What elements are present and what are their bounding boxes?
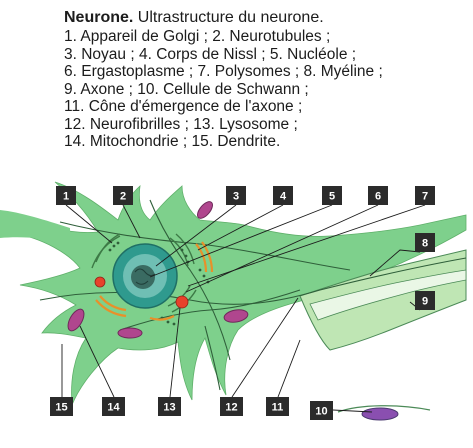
- legend-line-3: 6. Ergastoplasme ; 7. Polysomes ; 8. Myé…: [64, 63, 383, 80]
- legend-line-1: 1. Appareil de Golgi ; 2. Neurotubules ;: [64, 28, 331, 45]
- label-14: 14: [102, 397, 125, 416]
- label-13: 13: [158, 397, 181, 416]
- label-8-text: 8: [422, 238, 428, 250]
- legend-line-7: 14. Mitochondrie ; 15. Dendrite.: [64, 133, 281, 150]
- leader-lines: [61, 204, 426, 413]
- label-7-text: 7: [422, 191, 428, 203]
- caption: Neurone. Ultrastructure du neurone. 1. A…: [64, 8, 464, 151]
- label-2: 2: [113, 186, 133, 205]
- label-9-text: 9: [422, 296, 428, 308]
- label-1: 1: [56, 186, 76, 205]
- label-11-text: 11: [272, 402, 284, 414]
- label-13-text: 13: [163, 402, 175, 414]
- caption-title-bold: Neurone.: [64, 9, 134, 26]
- label-11: 11: [266, 397, 289, 416]
- label-5-text: 5: [329, 191, 335, 203]
- dendrite-left: [0, 210, 70, 242]
- golgi-apparatus: [95, 241, 214, 321]
- label-5: 5: [322, 186, 342, 205]
- label-10-text: 10: [315, 406, 327, 418]
- label-6-text: 6: [375, 191, 381, 203]
- legend-line-4: 9. Axone ; 10. Cellule de Schwann ;: [64, 80, 309, 98]
- neurofibrils: [39, 199, 467, 391]
- legend-line-6: 12. Neurofibrilles ; 13. Lysosome ;: [64, 115, 298, 133]
- caption-title-rest: Ultrastructure du neurone.: [133, 9, 324, 26]
- schwann-cell-sheath: [337, 405, 431, 413]
- legend-line-5: 11. Cône d'émergence de l'axone ;: [64, 98, 303, 115]
- label-15: 15: [50, 397, 73, 416]
- label-12-text: 12: [225, 402, 237, 414]
- nucleolus: [131, 265, 155, 289]
- label-8: 8: [415, 233, 435, 252]
- caption-title: Neurone. Ultrastructure du neurone.: [64, 8, 464, 28]
- label-10: 10: [310, 401, 333, 420]
- axon-core: [309, 269, 467, 321]
- label-7: 7: [415, 186, 435, 205]
- chromatin: [134, 268, 156, 285]
- label-15-text: 15: [55, 402, 67, 414]
- schwann-cell: [361, 407, 399, 421]
- neuron-cell-body: [7, 181, 467, 406]
- label-12: 12: [220, 397, 243, 416]
- label-9: 9: [415, 291, 435, 310]
- label-4: 4: [273, 186, 293, 205]
- mitochondria: [67, 201, 249, 339]
- label-1-text: 1: [63, 191, 69, 203]
- label-4-text: 4: [280, 191, 287, 203]
- label-3: 3: [226, 186, 246, 205]
- legend-line-2: 3. Noyau ; 4. Corps de Nissl ; 5. Nucléo…: [64, 45, 357, 63]
- label-2-text: 2: [120, 191, 126, 203]
- label-14-text: 14: [107, 402, 120, 414]
- label-3-text: 3: [233, 191, 239, 203]
- lysosomes: [94, 276, 189, 309]
- label-6: 6: [368, 186, 388, 205]
